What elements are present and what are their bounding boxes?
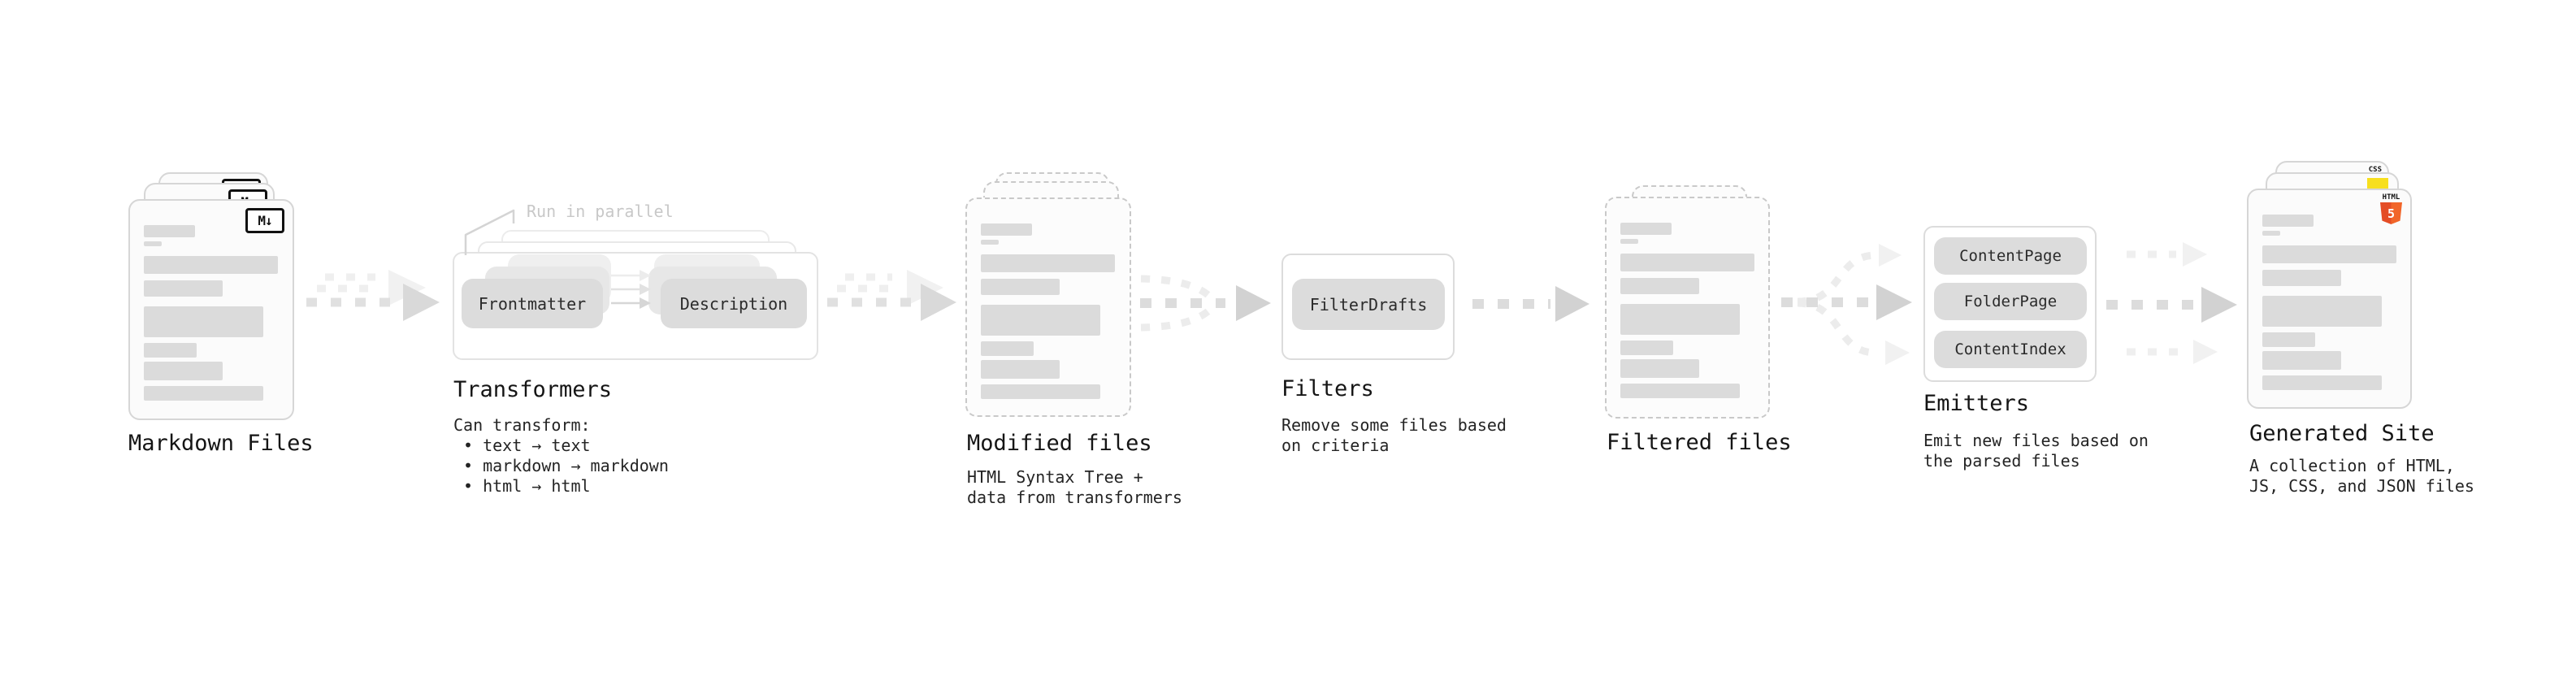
generated-file-card-front: HTML 5	[2247, 189, 2412, 409]
filtered-files-title: Filtered files	[1607, 430, 1792, 455]
placeholder-bar	[2262, 375, 2382, 390]
filterdrafts-node: FilterDrafts	[1292, 279, 1445, 330]
placeholder-bar	[1620, 359, 1699, 378]
filters-description-line: Remove some files based	[1281, 415, 1507, 435]
markdown-file-card-front: M↓	[128, 199, 294, 420]
transformers-bullet: • html → html	[463, 476, 591, 496]
arrow-emitters-to-generated	[2106, 242, 2237, 364]
placeholder-bar	[144, 241, 162, 246]
placeholder-bar	[1620, 384, 1740, 398]
placeholder-bar	[2262, 351, 2341, 370]
transformers-bullet: • text → text	[463, 436, 591, 455]
placeholder-bar	[981, 305, 1100, 336]
placeholder-bar	[1620, 223, 1672, 235]
placeholder-bar	[1620, 340, 1673, 355]
placeholder-bar	[144, 280, 223, 297]
run-in-parallel-label: Run in parallel	[527, 202, 674, 221]
placeholder-bar	[981, 384, 1100, 399]
folderpage-node: FolderPage	[1934, 283, 2087, 320]
placeholder-bar	[981, 223, 1032, 236]
modified-files-description-line: HTML Syntax Tree +	[967, 467, 1143, 487]
contentpage-node: ContentPage	[1934, 237, 2087, 275]
placeholder-bar	[1620, 278, 1699, 294]
placeholder-bar	[144, 386, 263, 401]
transformers-title: Transformers	[453, 377, 613, 402]
modified-files-description: HTML Syntax Tree + data from transformer…	[967, 467, 1182, 508]
transformers-description-heading: Can transform:	[453, 415, 591, 435]
filters-description: Remove some files based on criteria	[1281, 415, 1507, 456]
placeholder-bar	[2262, 296, 2382, 327]
transformers-description: Can transform: • text → text • markdown …	[453, 415, 669, 497]
placeholder-bar	[981, 279, 1060, 295]
arrow-markdown-to-transformers	[306, 270, 440, 321]
emitters-description: Emit new files based on the parsed files	[1923, 431, 2149, 471]
transformers-bullet: • markdown → markdown	[463, 456, 669, 475]
placeholder-bar	[144, 306, 263, 337]
generated-site-description: A collection of HTML, JS, CSS, and JSON …	[2249, 456, 2474, 497]
filters-title: Filters	[1281, 376, 1374, 401]
placeholder-bar	[2262, 231, 2280, 236]
modified-file-card-front	[965, 197, 1131, 417]
html5-icon: HTML 5	[2380, 194, 2402, 224]
filtered-file-card-front	[1605, 197, 1770, 419]
html5-icon-shield: 5	[2380, 202, 2402, 224]
placeholder-bar	[144, 343, 197, 358]
frontmatter-node: Frontmatter	[462, 279, 603, 328]
generated-site-description-line: A collection of HTML,	[2249, 456, 2455, 475]
markdown-files-title: Markdown Files	[128, 431, 314, 456]
placeholder-bar	[1620, 239, 1638, 244]
generated-site-title: Generated Site	[2249, 421, 2435, 446]
markdown-icon: M↓	[245, 208, 284, 233]
emitters-title: Emitters	[1923, 391, 2030, 416]
arrow-filtered-to-emitters	[1781, 244, 1912, 365]
placeholder-bar	[981, 360, 1060, 379]
placeholder-bar	[981, 341, 1034, 356]
placeholder-bar	[2262, 215, 2314, 227]
filters-description-line: on criteria	[1281, 436, 1390, 455]
html5-icon-label: HTML	[2382, 193, 2400, 202]
placeholder-bar	[144, 256, 278, 274]
placeholder-bar	[2262, 245, 2396, 263]
placeholder-bar	[1620, 304, 1740, 335]
emitters-description-line: Emit new files based on	[1923, 431, 2149, 450]
placeholder-bar	[981, 240, 999, 245]
arrow-filters-to-filtered	[1472, 286, 1589, 322]
arrow-transformers-to-modified	[827, 270, 956, 321]
placeholder-bar	[1620, 254, 1754, 271]
modified-files-description-line: data from transformers	[967, 488, 1182, 507]
contentindex-node: ContentIndex	[1934, 331, 2087, 368]
generated-site-description-line: JS, CSS, and JSON files	[2249, 476, 2474, 496]
emitters-description-line: the parsed files	[1923, 451, 2080, 471]
placeholder-bar	[2262, 332, 2315, 347]
placeholder-bar	[2262, 270, 2341, 286]
description-node: Description	[661, 279, 807, 328]
modified-files-title: Modified files	[967, 431, 1152, 456]
arrow-modified-to-filters	[1140, 275, 1271, 332]
placeholder-bar	[144, 225, 195, 237]
placeholder-bar	[144, 362, 223, 380]
transformers-bullet-list: • text → text • markdown → markdown • ht…	[453, 436, 669, 497]
placeholder-bar	[981, 254, 1115, 272]
